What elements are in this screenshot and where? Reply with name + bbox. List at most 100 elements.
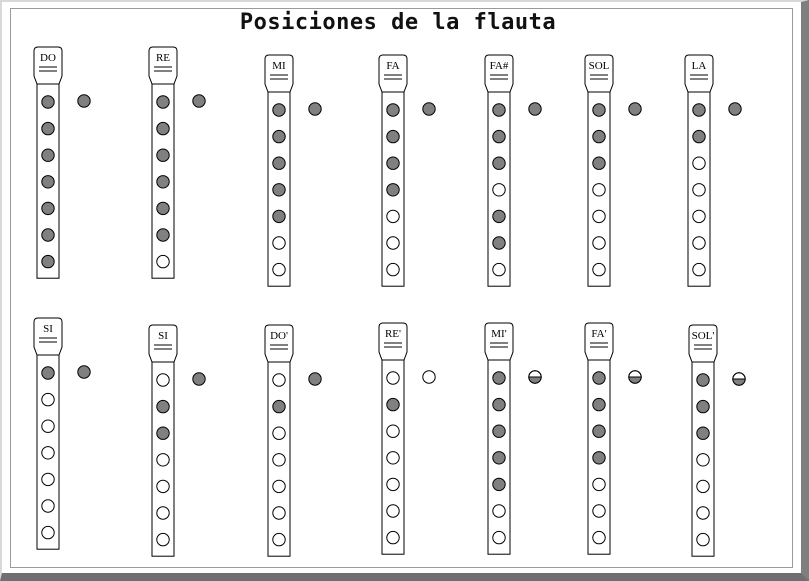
flute-head	[33, 46, 63, 85]
flute-3: MI	[264, 54, 322, 287]
open-hole	[696, 453, 710, 467]
closed-hole	[156, 95, 170, 109]
thumb-hole	[528, 102, 542, 116]
flute-head	[378, 54, 408, 93]
closed-hole	[386, 129, 400, 144]
open-hole	[272, 236, 286, 250]
open-hole	[692, 209, 706, 224]
flute-head	[264, 324, 294, 363]
closed-hole	[272, 129, 286, 144]
open-hole	[386, 371, 400, 385]
closed-hole	[592, 451, 606, 465]
flute-head	[148, 46, 178, 85]
open-hole	[592, 236, 606, 250]
closed-hole	[41, 366, 55, 380]
open-hole	[272, 373, 286, 387]
closed-hole	[156, 201, 170, 216]
thumb-hole	[422, 102, 436, 116]
note-label: FA#	[490, 60, 509, 72]
open-hole	[592, 262, 606, 277]
open-hole	[156, 506, 170, 520]
flute-5: FA#	[484, 54, 542, 287]
flute-head	[148, 324, 178, 363]
flute-9: SI	[148, 324, 206, 557]
open-hole	[156, 254, 170, 269]
closed-hole	[41, 254, 55, 269]
closed-hole	[492, 371, 506, 385]
open-hole	[272, 453, 286, 467]
open-hole	[386, 209, 400, 224]
page-title: Posiciones de la flauta	[239, 10, 557, 35]
open-hole	[492, 262, 506, 277]
closed-hole	[272, 209, 286, 224]
open-hole	[492, 183, 506, 197]
open-hole	[272, 262, 286, 277]
open-hole	[696, 506, 710, 520]
closed-hole	[592, 371, 606, 385]
thumb-hole	[192, 94, 206, 108]
closed-hole	[592, 156, 606, 170]
open-hole	[272, 532, 286, 547]
closed-hole	[156, 148, 170, 162]
closed-hole	[41, 201, 55, 216]
closed-hole	[492, 129, 506, 144]
closed-hole	[592, 424, 606, 438]
flute-6: SOL	[584, 54, 642, 287]
flute-head	[584, 322, 614, 361]
open-hole	[386, 504, 400, 518]
closed-hole	[492, 477, 506, 492]
closed-hole	[696, 399, 710, 414]
closed-hole	[386, 183, 400, 197]
open-hole	[692, 183, 706, 197]
closed-hole	[41, 121, 55, 136]
open-hole	[41, 392, 55, 407]
closed-hole	[156, 121, 170, 136]
closed-hole	[41, 95, 55, 109]
flute-2: RE	[148, 46, 206, 279]
open-hole	[592, 530, 606, 545]
open-hole	[386, 530, 400, 545]
closed-hole	[492, 103, 506, 117]
closed-hole	[386, 103, 400, 117]
thumb-hole	[422, 370, 436, 384]
closed-hole	[492, 156, 506, 170]
thumb-hole	[77, 94, 91, 108]
open-hole	[272, 479, 286, 494]
closed-hole	[492, 451, 506, 465]
note-label: RE	[156, 52, 170, 64]
thumb-hole-half	[628, 370, 642, 384]
closed-hole	[272, 103, 286, 117]
flute-head	[378, 322, 408, 361]
open-hole	[156, 479, 170, 494]
closed-hole	[386, 397, 400, 412]
thumb-hole	[628, 102, 642, 116]
thumb-hole	[77, 365, 91, 379]
closed-hole	[492, 209, 506, 224]
closed-hole	[272, 399, 286, 414]
closed-hole	[592, 129, 606, 144]
flute-head	[688, 324, 718, 363]
closed-hole	[592, 397, 606, 412]
note-label: SI	[43, 323, 53, 335]
flute-4: FA	[378, 54, 436, 287]
flute-10: DO'	[264, 324, 322, 557]
flute-head	[264, 54, 294, 93]
note-label: SOL'	[692, 330, 715, 342]
thumb-hole-half	[528, 370, 542, 384]
flute-head	[684, 54, 714, 93]
note-label: FA'	[591, 328, 606, 340]
open-hole	[156, 453, 170, 467]
note-label: MI'	[491, 328, 506, 340]
closed-hole	[492, 397, 506, 412]
flute-head	[584, 54, 614, 93]
note-label: SOL	[589, 60, 610, 72]
open-hole	[592, 183, 606, 197]
open-hole	[156, 532, 170, 547]
flute-8: SI	[33, 317, 91, 550]
open-hole	[41, 472, 55, 487]
open-hole	[272, 506, 286, 520]
note-label: MI	[272, 60, 286, 72]
note-label: RE'	[385, 328, 401, 340]
note-label: FA	[386, 60, 399, 72]
